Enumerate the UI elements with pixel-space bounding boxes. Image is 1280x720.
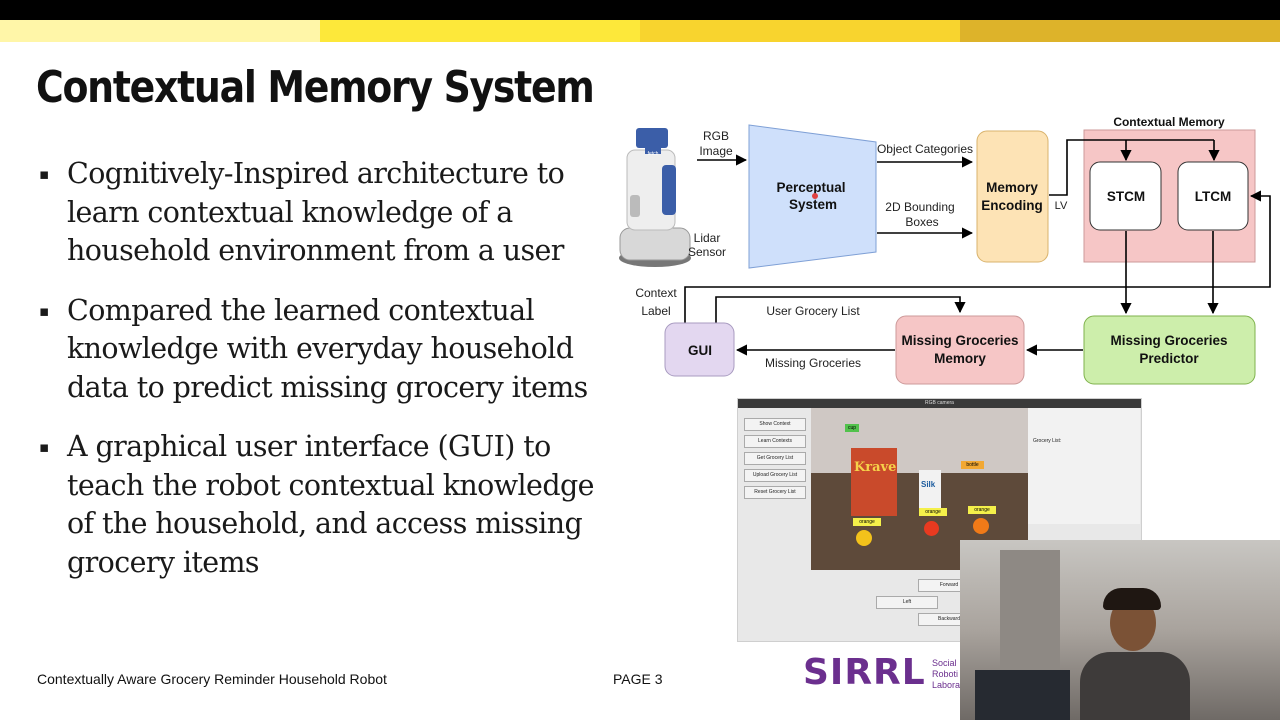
gui-block — [664, 322, 735, 377]
bullet-item: ▪Cognitively-Inspired architecture to le… — [39, 157, 565, 267]
detection-label: orange — [968, 506, 996, 514]
bullet-list: ▪Cognitively-Inspired architecture to le… — [36, 155, 611, 603]
lv-label: LV — [1055, 200, 1068, 212]
detection-label: orange — [853, 518, 881, 526]
contextual-memory-label: Contextual Memory — [1113, 115, 1225, 129]
memory-encoding-block — [976, 130, 1049, 263]
grocery-list-panel: Grocery List: — [1028, 408, 1140, 524]
upload-grocery-list-button[interactable]: Upload Grocery List — [744, 469, 806, 482]
show-context-button[interactable]: Show Context — [744, 418, 806, 431]
sirrl-logo: SIRRL — [803, 652, 926, 693]
get-grocery-list-button[interactable]: Get Grocery List — [744, 452, 806, 465]
krave-box-text: Krave — [854, 460, 897, 475]
bullet-marker: ▪ — [39, 165, 49, 183]
learn-contexts-button[interactable]: Learn Contexts — [744, 435, 806, 448]
lidar-sensor-label: Lidar — [694, 231, 721, 245]
silk-carton-text: Silk — [921, 480, 936, 489]
svg-text:Perceptual: Perceptual — [776, 180, 845, 195]
svg-text:LTCM: LTCM — [1195, 189, 1232, 204]
svg-text:Memory: Memory — [986, 180, 1038, 195]
svg-text:System: System — [789, 197, 837, 212]
sirrl-logo-subtext: Social Roboti Labora — [932, 658, 961, 690]
stripe-3 — [640, 20, 960, 42]
rgb-image-label: Image — [699, 144, 733, 158]
page-number: PAGE 3 — [613, 671, 663, 687]
stripe-2 — [320, 20, 640, 42]
lidar-sensor-label: Sensor — [688, 245, 726, 259]
gui-screenshot-window: RGB camera Show Context Learn Contexts G… — [737, 398, 1142, 642]
bullet-marker: ▪ — [39, 438, 49, 456]
svg-text:STCM: STCM — [1107, 189, 1145, 204]
svg-text:GUI: GUI — [688, 343, 712, 358]
svg-text:Predictor: Predictor — [1139, 351, 1199, 366]
reset-grocery-list-button[interactable]: Reset Grocery List — [744, 486, 806, 499]
robot-image: fetch — [619, 128, 691, 267]
top-black-bar — [0, 0, 1280, 20]
bullet-item: ▪A graphical user interface (GUI) to tea… — [39, 430, 594, 579]
missing-groceries-label: Missing Groceries — [765, 356, 861, 370]
object-categories-label: Object Categories — [877, 142, 973, 156]
presenter-webcam — [960, 540, 1280, 720]
stcm-block — [1089, 161, 1162, 231]
user-grocery-list-label: User Grocery List — [766, 304, 860, 318]
missing-groceries-memory-block — [895, 315, 1025, 385]
gui-window-title: RGB camera — [738, 399, 1141, 408]
slide-title: Contextual Memory System — [36, 62, 595, 113]
footer-title: Contextually Aware Grocery Reminder Hous… — [37, 671, 387, 687]
bullet-marker: ▪ — [39, 301, 49, 320]
robot-badge: fetch — [648, 151, 659, 157]
architecture-diagram: fetch RGB Image Lidar Sensor Perceptual … — [619, 115, 1271, 385]
rgb-image-label: RGB — [703, 129, 729, 143]
svg-text:Memory: Memory — [934, 351, 986, 366]
svg-text:Encoding: Encoding — [981, 198, 1043, 213]
left-button[interactable]: Left — [876, 596, 938, 609]
bounding-boxes-label: 2D Bounding — [885, 200, 954, 214]
detection-label: orange — [919, 508, 947, 516]
context-label: Label — [641, 304, 670, 318]
context-label: Context — [635, 286, 677, 300]
detection-label: bottle — [961, 461, 984, 469]
grocery-list-label: Grocery List: — [1033, 438, 1062, 444]
bounding-boxes-label: Boxes — [905, 215, 938, 229]
ltcm-block — [1177, 161, 1249, 231]
stripe-1 — [0, 20, 320, 42]
detection-label: cup — [845, 424, 859, 432]
stripe-4 — [960, 20, 1280, 42]
svg-text:Missing Groceries: Missing Groceries — [1110, 333, 1227, 348]
bullet-item: ▪Compared the learned contextual knowled… — [39, 293, 588, 404]
svg-text:Missing Groceries: Missing Groceries — [901, 333, 1018, 348]
missing-groceries-predictor-block — [1083, 315, 1256, 385]
